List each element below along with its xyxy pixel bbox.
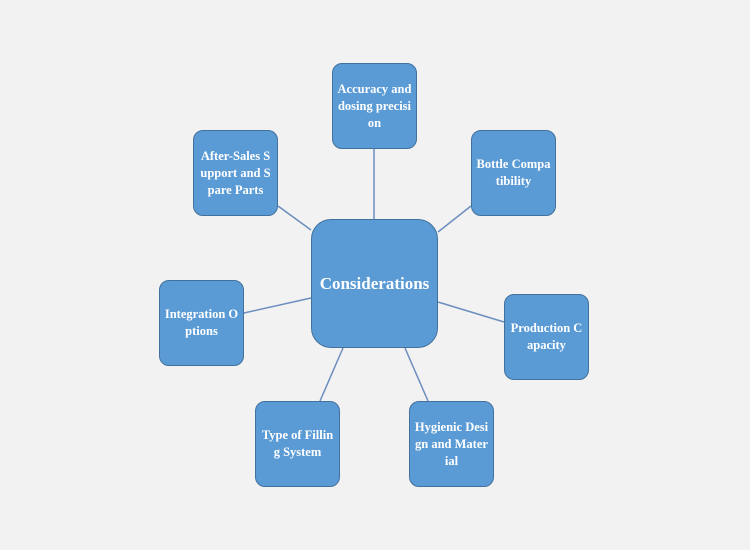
connector-integration (243, 297, 312, 314)
node-production-capacity-label: Production Capacity (510, 321, 583, 352)
node-integration-options: Integration Options (159, 280, 244, 366)
node-bottle-compatibility-label: Bottle Compatibility (476, 157, 551, 188)
node-accuracy: Accuracy and dosing precision (332, 63, 417, 149)
node-after-sales-support-label: After-Sales Support and Spare Parts (200, 148, 271, 197)
center-node-label: Considerations (319, 273, 430, 293)
node-hygienic-design: Hygienic Design and Material (409, 401, 494, 487)
node-accuracy-label: Accuracy and dosing precision (337, 81, 412, 130)
connector-filling (319, 347, 344, 402)
connector-after-sales (277, 205, 312, 231)
node-hygienic-design-label: Hygienic Design and Material (414, 419, 489, 468)
node-integration-options-label: Integration Options (164, 307, 239, 338)
connector-hygienic (404, 347, 429, 402)
connector-bottle (437, 205, 472, 233)
node-type-of-filling-system: Type of Filling System (255, 401, 340, 487)
node-after-sales-support: After-Sales Support and Spare Parts (193, 130, 278, 216)
connector-production (437, 301, 505, 323)
node-type-of-filling-system-label: Type of Filling System (261, 428, 334, 459)
node-production-capacity: Production Capacity (504, 294, 589, 380)
center-node-considerations: Considerations (311, 219, 438, 348)
node-bottle-compatibility: Bottle Compatibility (471, 130, 556, 216)
